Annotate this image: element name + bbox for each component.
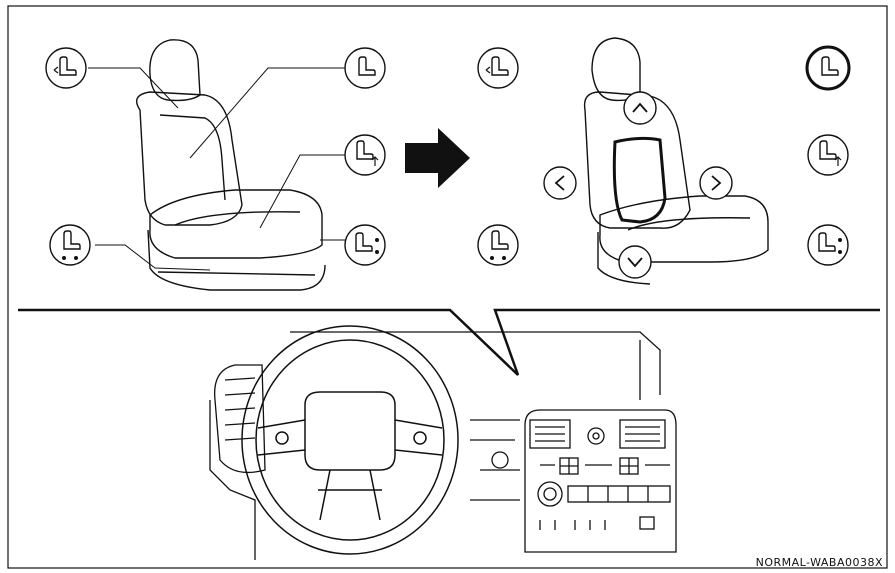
- arrow-down-icon: [618, 245, 652, 279]
- leader-lines-left: [88, 67, 345, 271]
- seat-lumbar-icon: [344, 47, 386, 89]
- seat-height-icon-right: [807, 224, 849, 266]
- seat-lumbar-icon-highlighted: [805, 45, 851, 91]
- center-console: [524, 409, 677, 553]
- seat-right: [583, 37, 769, 285]
- seat-slide-icon: [49, 224, 91, 266]
- reference-code: NORMAL-WABA0038X: [755, 556, 883, 569]
- arrow-up-icon: [623, 91, 657, 125]
- seat-recline-icon-right: [477, 47, 519, 89]
- seat-lift-icon: [344, 134, 386, 176]
- seat-recline-icon: [45, 47, 87, 89]
- lumbar-area-highlight: [612, 136, 667, 224]
- steering-wheel: [241, 325, 459, 555]
- right-arrow-icon: [405, 128, 470, 188]
- figure-border: [7, 5, 888, 569]
- dashboard: [209, 331, 661, 560]
- seat-height-icon: [344, 224, 386, 266]
- seat-left: [136, 39, 326, 291]
- callout-divider: [18, 308, 880, 376]
- seat-lift-icon-right: [807, 134, 849, 176]
- seat-slide-icon-right: [477, 224, 519, 266]
- arrow-left-icon: [543, 166, 577, 200]
- arrow-right-icon: [699, 166, 733, 200]
